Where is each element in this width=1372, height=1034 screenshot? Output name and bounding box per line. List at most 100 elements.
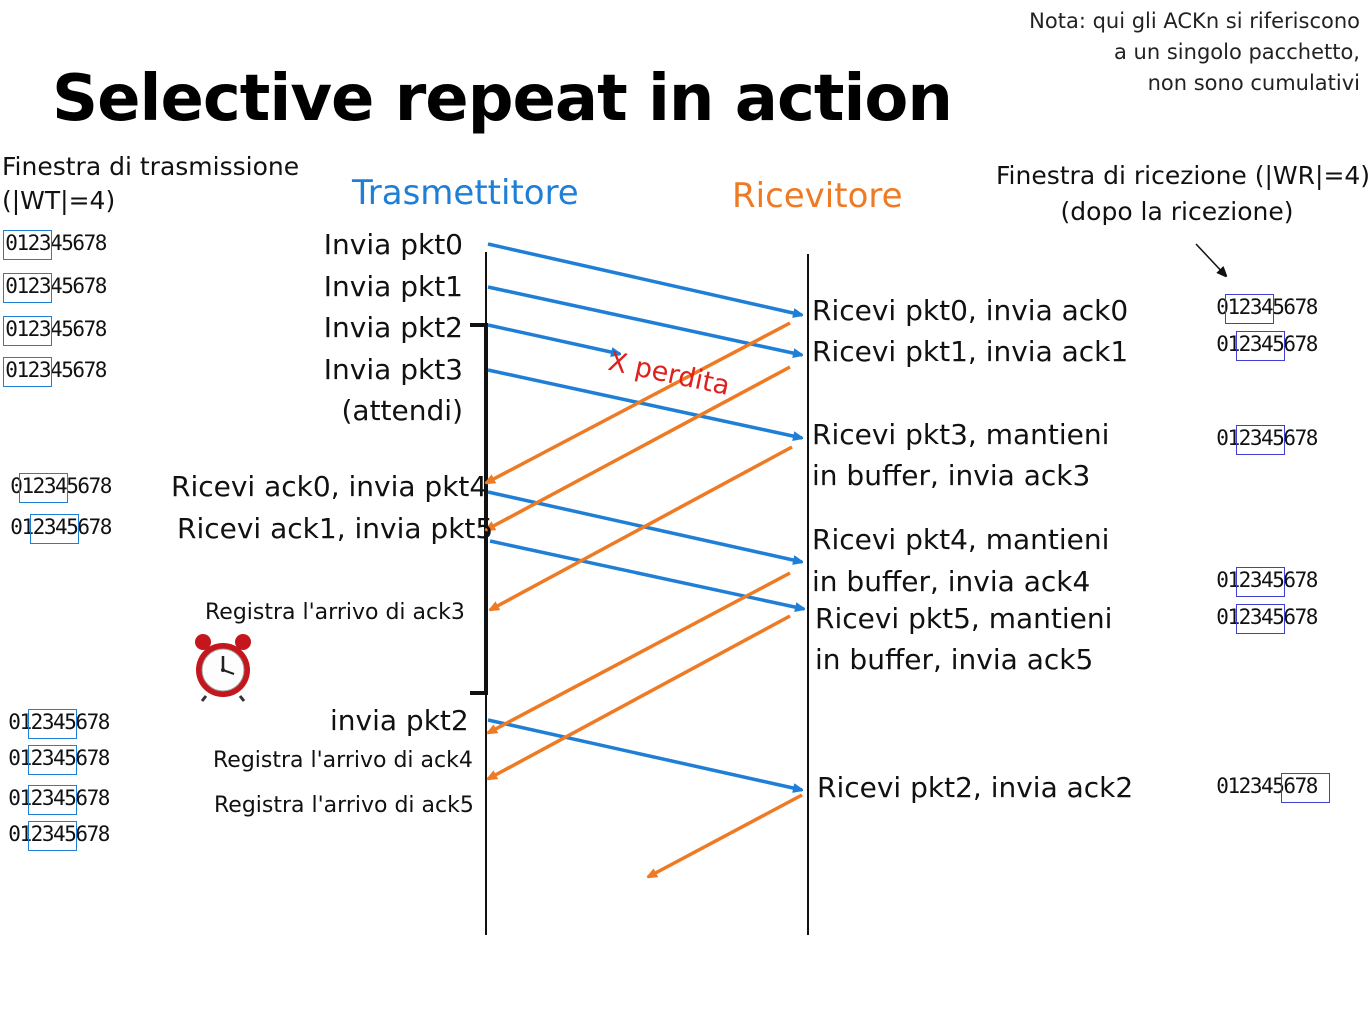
sequence-number: 8 [99, 474, 113, 498]
ack3-arrow [490, 445, 793, 612]
sequence-number: 3 [38, 317, 52, 341]
sequence-number: 5 [66, 474, 79, 498]
tx-event: Invia pkt1 [323, 270, 463, 303]
ack4-arrow [488, 571, 791, 735]
sequence-number: 3 [1249, 568, 1263, 592]
sequence-number: 4 [55, 474, 68, 498]
sequence-number: 6 [72, 317, 85, 341]
sequence-number: 2 [1238, 605, 1252, 629]
sequence-number: 8 [1305, 568, 1319, 592]
sequence-number: 0 [5, 317, 18, 341]
sequence-number: 4 [50, 274, 63, 298]
pointer-arrow [1195, 243, 1226, 276]
sequence-number: 5 [1272, 605, 1285, 629]
sequence-number: 7 [1294, 426, 1308, 450]
sequence-number: 4 [1261, 332, 1274, 356]
sequence-number: 6 [1283, 774, 1296, 798]
sequence-number: 6 [1283, 332, 1296, 356]
sequence-number: 7 [86, 822, 100, 846]
sequence-number: 7 [1294, 332, 1308, 356]
note-line: Nota: qui gli ACKn si riferiscono [1029, 9, 1360, 33]
ack1-arrow [486, 365, 791, 532]
alarm-clock-icon [195, 634, 251, 702]
sequence-number: 3 [1249, 295, 1263, 319]
sequence-number: 0 [1216, 426, 1229, 450]
rx-event: Ricevi pkt1, invia ack1 [812, 335, 1129, 368]
sequence-number: 2 [30, 710, 44, 734]
sequence-number: 8 [1305, 774, 1319, 798]
sequence-number: 6 [75, 710, 88, 734]
tx-event: Invia pkt2 [323, 311, 463, 344]
sequence-number: 5 [61, 317, 74, 341]
sequence-number: 3 [1249, 426, 1263, 450]
sequence-number: 6 [72, 358, 85, 382]
sequence-number: 3 [41, 746, 55, 770]
sequence-number: 7 [1294, 295, 1308, 319]
send-pkt1-arrow [487, 285, 802, 355]
sequence-number: 2 [32, 474, 46, 498]
sequence-number: 7 [83, 317, 97, 341]
sequence-number: 4 [53, 822, 66, 846]
sequence-number: 5 [1272, 332, 1285, 356]
sequence-number: 8 [1305, 332, 1319, 356]
sequence-number: 7 [83, 274, 97, 298]
sequence-number: 3 [1249, 774, 1263, 798]
sequence-number: 5 [64, 786, 77, 810]
tx-window-box [30, 514, 80, 544]
sequence-number: 6 [75, 786, 88, 810]
sequence-number: 7 [83, 231, 97, 255]
sequence-number: 4 [1261, 568, 1274, 592]
sequence-number: 5 [66, 515, 79, 539]
tx-event: invia pkt2 [330, 704, 469, 737]
rx-event: in buffer, invia ack4 [812, 565, 1091, 598]
note-line: non sono cumulativi [1147, 71, 1360, 95]
rx-event: in buffer, invia ack3 [812, 459, 1091, 492]
rx-window-box [1236, 425, 1286, 455]
sequence-number: 7 [86, 710, 100, 734]
sequence-number: 1 [16, 274, 29, 298]
sequence-number: 6 [75, 746, 88, 770]
sequence-number: 5 [1272, 568, 1285, 592]
send-pkt3-arrow [487, 368, 802, 438]
ack2-arrow [648, 793, 803, 879]
rx-window-box [1225, 294, 1274, 324]
sequence-number: 6 [77, 474, 90, 498]
tx-window-label-line: Finestra di trasmissione [2, 152, 300, 181]
tx-window-box [3, 357, 52, 387]
sequence-number: 8 [1305, 295, 1319, 319]
sequence-number: 5 [1272, 426, 1285, 450]
sequence-number: 8 [97, 710, 111, 734]
sequence-number: 6 [75, 822, 88, 846]
sequence-number: 3 [38, 358, 52, 382]
rx-window-box [1281, 773, 1330, 803]
sequence-number: 3 [41, 822, 55, 846]
sequence-number: 4 [1261, 774, 1274, 798]
sequence-number: 0 [8, 746, 21, 770]
sequence-number: 8 [94, 317, 108, 341]
sequence-number: 3 [38, 274, 52, 298]
tx-window-box [19, 473, 68, 503]
sequence-number: 1 [16, 317, 29, 341]
sequence-number: 4 [50, 317, 63, 341]
sequence-number: 6 [72, 231, 85, 255]
send-pkt5-arrow [489, 539, 804, 609]
rx-event: Ricevi pkt5, mantieni [815, 602, 1113, 635]
sequence-number: 7 [1294, 568, 1308, 592]
sequence-number: 5 [64, 710, 77, 734]
sequence-number: 7 [86, 746, 100, 770]
rx-window-box [1236, 567, 1286, 597]
sequence-number: 4 [50, 231, 63, 255]
sequence-number: 6 [72, 274, 85, 298]
sequence-number: 4 [53, 710, 66, 734]
tx-window-box [28, 785, 78, 815]
note-line: a un singolo pacchetto, [1114, 40, 1360, 64]
receiver-header: Ricevitore [732, 176, 903, 216]
sequence-number: 3 [41, 786, 55, 810]
sequence-number: 8 [97, 822, 111, 846]
tx-event: Invia pkt3 [323, 353, 463, 386]
